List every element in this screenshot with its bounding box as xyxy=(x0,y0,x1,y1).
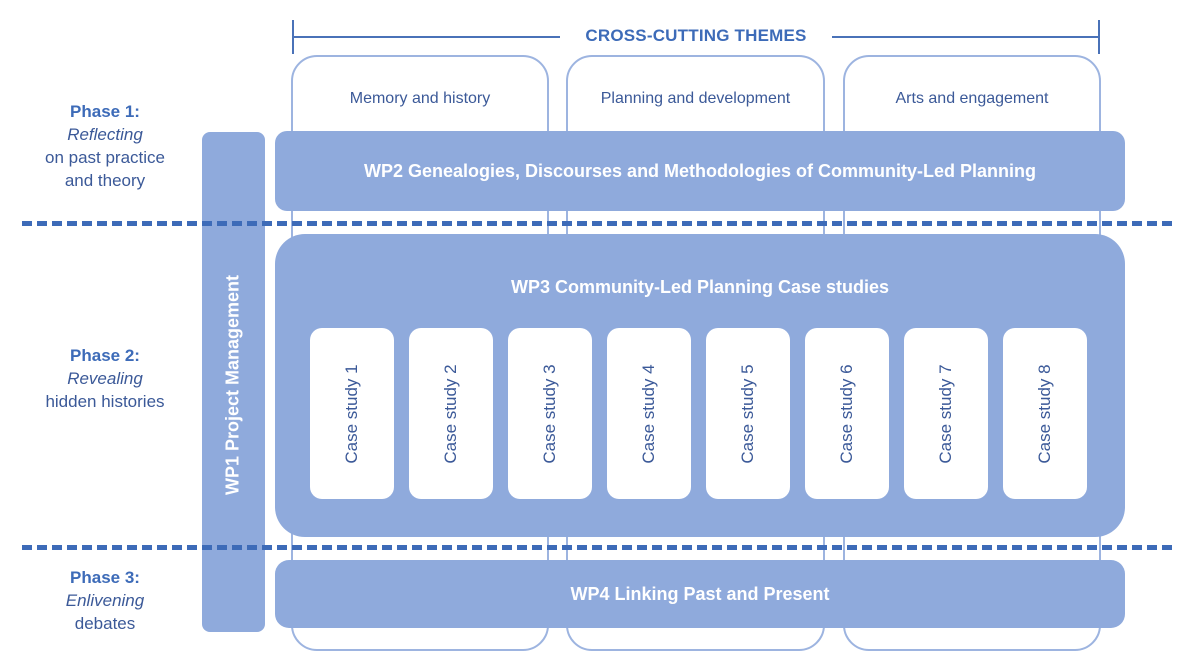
wp4-box: WP4 Linking Past and Present xyxy=(275,560,1125,628)
case-study-5: Case study 5 xyxy=(706,328,790,499)
case-study-label: Case study 2 xyxy=(441,363,460,464)
phase-2-label: Phase 2: Revealing hidden histories xyxy=(0,344,210,413)
case-study-3: Case study 3 xyxy=(508,328,592,499)
case-study-label: Case study 6 xyxy=(837,363,856,464)
case-study-label: Case study 4 xyxy=(639,363,658,464)
case-study-8: Case study 8 xyxy=(1003,328,1087,499)
phase-1-title: Phase 1: xyxy=(70,102,140,121)
phase-1-line2: and theory xyxy=(64,171,146,190)
phase-3-title: Phase 3: xyxy=(70,568,140,587)
wp4-label: WP4 Linking Past and Present xyxy=(570,584,830,604)
phase-3-line1: debates xyxy=(74,614,136,633)
case-study-7: Case study 7 xyxy=(904,328,988,499)
phase-separator-1 xyxy=(22,221,1172,226)
phase-1-label: Phase 1: Reflecting on past practice and… xyxy=(0,100,210,192)
case-study-1: Case study 1 xyxy=(310,328,394,499)
themes-title: CROSS-CUTTING THEMES xyxy=(560,26,832,46)
phase-1-line1: on past practice xyxy=(44,148,165,167)
wp2-box: WP2 Genealogies, Discourses and Methodol… xyxy=(275,131,1125,211)
phase-3-italic: Enlivening xyxy=(65,591,145,610)
theme-label-arts: Arts and engagement xyxy=(895,90,1049,107)
case-study-label: Case study 8 xyxy=(1035,363,1054,464)
phase-2-italic: Revealing xyxy=(67,369,143,388)
wp3-label: WP3 Community-Led Planning Case studies xyxy=(510,277,890,297)
case-study-label: Case study 7 xyxy=(936,363,955,464)
phase-separator-2 xyxy=(22,545,1172,550)
phase-2-title: Phase 2: xyxy=(70,346,140,365)
phase-2-line1: hidden histories xyxy=(45,392,165,411)
wp1-label: WP1 Project Management xyxy=(222,274,243,496)
bracket-left-tick xyxy=(292,20,294,54)
case-study-label: Case study 3 xyxy=(540,363,559,464)
case-study-4: Case study 4 xyxy=(607,328,691,499)
wp2-label: WP2 Genealogies, Discourses and Methodol… xyxy=(363,161,1037,181)
theme-label-planning: Planning and development xyxy=(600,90,791,107)
bracket-right-tick xyxy=(1098,20,1100,54)
case-study-label: Case study 1 xyxy=(342,363,361,464)
phase-3-label: Phase 3: Enlivening debates xyxy=(0,566,210,635)
wp3-box: WP3 Community-Led Planning Case studies xyxy=(275,234,1125,537)
phase-1-italic: Reflecting xyxy=(67,125,143,144)
case-study-label: Case study 5 xyxy=(738,363,757,464)
case-study-6: Case study 6 xyxy=(805,328,889,499)
theme-label-memory: Memory and history xyxy=(349,90,491,107)
case-study-2: Case study 2 xyxy=(409,328,493,499)
